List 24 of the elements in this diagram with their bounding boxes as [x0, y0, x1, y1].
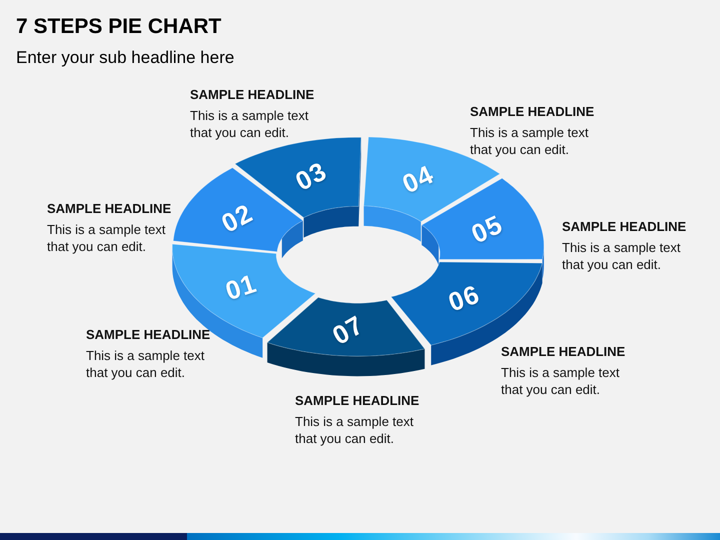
callout-heading: SAMPLE HEADLINE: [47, 201, 172, 216]
donut-segment: [267, 297, 425, 377]
callout-text: This is a sample text that you can edit.: [501, 364, 620, 398]
step-number: 04: [398, 160, 438, 198]
callout-text: This is a sample text that you can edit.: [562, 239, 682, 273]
callout-heading: SAMPLE HEADLINE: [86, 327, 212, 342]
step-number: 03: [291, 156, 332, 196]
slide-title: 7 STEPS PIE CHART: [16, 14, 222, 40]
callout-text: This is a sample text that you can edit.: [190, 107, 310, 141]
callout-text: This is a sample text that you can edit.: [86, 347, 206, 381]
step-number: 07: [328, 310, 369, 350]
callout-text: This is a sample text that you can edit.: [470, 124, 590, 158]
callout-text: This is a sample text that you can edit.: [295, 413, 414, 447]
callout-text: This is a sample text that you can edit.: [47, 221, 166, 255]
callout-heading: SAMPLE HEADLINE: [470, 104, 596, 119]
callout-heading: SAMPLE HEADLINE: [562, 219, 688, 234]
callout-heading: SAMPLE HEADLINE: [190, 87, 316, 102]
step-number: 06: [445, 279, 484, 316]
step-number: 01: [222, 269, 260, 306]
subtitle: Enter your sub headline here: [16, 47, 234, 69]
callout-heading: SAMPLE HEADLINE: [501, 344, 626, 359]
step-number: 05: [466, 210, 507, 248]
step-number: 02: [217, 198, 258, 238]
callout-heading: SAMPLE HEADLINE: [295, 393, 420, 408]
